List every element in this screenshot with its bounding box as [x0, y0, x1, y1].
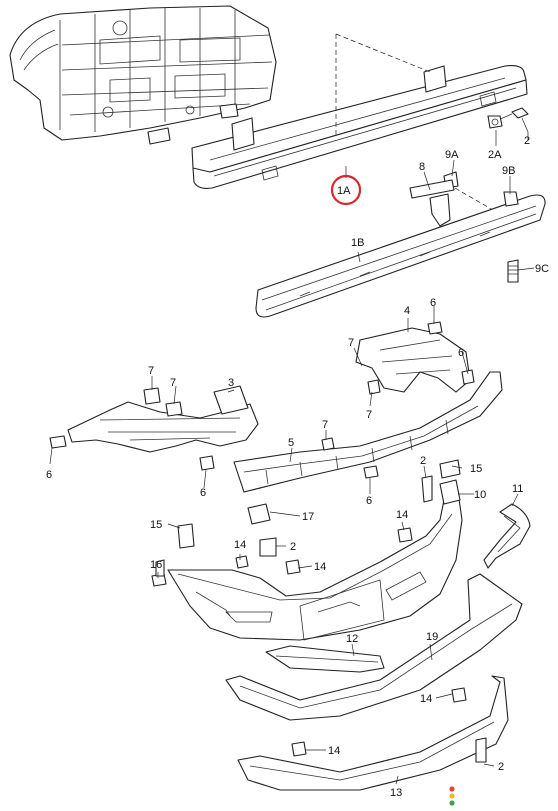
alignment-line	[454, 187, 511, 221]
label-7: 7	[366, 409, 372, 421]
part-1b-energy-absorber	[255, 194, 546, 318]
label-9b: 9B	[502, 165, 515, 177]
indicator-dot-amber	[449, 793, 455, 799]
status-indicator	[449, 786, 455, 806]
label-2a: 2A	[488, 149, 502, 161]
label-16: 16	[150, 559, 162, 571]
part-1a-bumper-reinforcement	[191, 65, 528, 189]
label-6: 6	[46, 469, 52, 481]
label-5: 5	[288, 437, 294, 449]
part-main-bumper-cover	[151, 459, 463, 641]
label-8: 8	[419, 161, 425, 173]
label-7: 7	[348, 337, 354, 349]
label-13: 13	[390, 787, 402, 799]
alignment-line	[335, 33, 431, 73]
label-19: 19	[426, 631, 438, 643]
label-14: 14	[420, 693, 432, 705]
label-9c: 9C	[535, 263, 549, 275]
indicator-dot-green	[449, 800, 455, 806]
label-6: 6	[458, 347, 464, 359]
part-11-side-trim	[483, 503, 531, 569]
label-3: 3	[228, 377, 234, 389]
label-15: 15	[150, 519, 162, 531]
label-9a: 9A	[445, 149, 459, 161]
part-19-lower-diffuser	[225, 573, 523, 721]
label-14: 14	[234, 539, 246, 551]
label-7: 7	[322, 419, 328, 431]
fasteners-upper	[409, 107, 529, 283]
label-4: 4	[404, 305, 410, 317]
part-3-left-guide-bracket	[49, 385, 259, 471]
label-2: 2	[524, 135, 530, 147]
part-5-centre-guide	[233, 371, 503, 493]
label-17: 17	[302, 511, 314, 523]
label-14: 14	[328, 745, 340, 757]
label-7: 7	[170, 377, 176, 389]
leader-lines	[49, 117, 535, 785]
vehicle-body-frame	[9, 5, 277, 145]
label-1b: 1B	[351, 237, 364, 249]
label-2: 2	[420, 455, 426, 467]
label-6: 6	[366, 495, 372, 507]
label-10: 10	[474, 489, 486, 501]
label-14: 14	[396, 509, 408, 521]
part-labels: 1A 1B 2 2A 8 9A 9B 9C 4 6 6 7 7 3 7 7 6 …	[46, 135, 549, 799]
label-2: 2	[498, 761, 504, 773]
label-2: 2	[290, 541, 296, 553]
label-1a: 1A	[337, 185, 351, 197]
highlight-ring	[330, 174, 362, 206]
label-14: 14	[314, 561, 326, 573]
part-4-right-guide-bracket	[355, 321, 475, 395]
label-6: 6	[200, 487, 206, 499]
label-12: 12	[346, 633, 358, 645]
part-12-trim-strip	[265, 645, 385, 673]
label-7: 7	[148, 365, 154, 377]
label-15: 15	[470, 463, 482, 475]
label-6: 6	[430, 297, 436, 309]
indicator-dot-red	[449, 786, 455, 792]
label-11: 11	[512, 483, 523, 495]
part-13-lower-cover	[237, 675, 509, 791]
